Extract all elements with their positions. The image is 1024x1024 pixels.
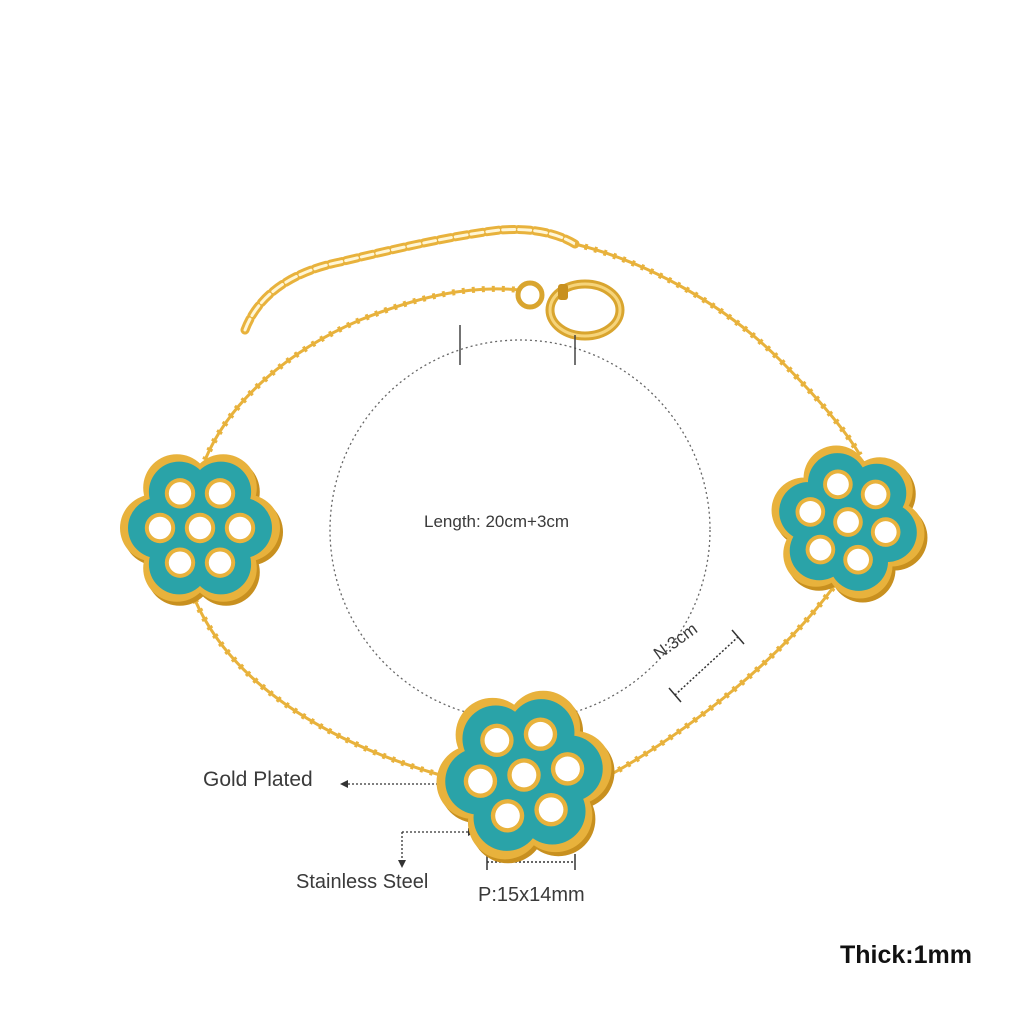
gold-plated-pointer (340, 780, 440, 788)
thickness-label: Thick:1mm (840, 941, 972, 969)
stainless-steel-label: Stainless Steel (296, 871, 429, 893)
pendant-hole (148, 516, 172, 540)
length-guide (329, 325, 711, 721)
pendant-hole (837, 511, 859, 533)
pendant-hole (555, 756, 580, 782)
chain-left-upper (203, 287, 521, 461)
pendant-hole (538, 797, 564, 822)
length-label: Length: 20cm+3cm (424, 512, 570, 531)
pendant-hole (874, 521, 897, 544)
pendant-hole (188, 516, 212, 540)
lobster-clasp-icon (515, 279, 625, 341)
pendant-hole (511, 762, 537, 788)
pendant-hole (864, 483, 887, 506)
spacing-bracket (668, 629, 745, 703)
pendant-hole (809, 538, 832, 561)
pendant-hole (208, 482, 232, 505)
flower-pendant-right (771, 445, 928, 603)
pendant-hole (228, 516, 252, 540)
chain-left-lower (193, 599, 441, 777)
pendant-hole (826, 473, 849, 496)
stainless-steel-pointer (398, 828, 476, 868)
pendant-size-label: P:15x14mm (478, 884, 585, 906)
chain-right-lower (609, 584, 837, 777)
chain-right-upper (574, 242, 862, 456)
flower-pendant-bottom (436, 690, 615, 864)
pendant-hole (495, 803, 520, 829)
pendant-hole (528, 721, 553, 747)
flower-pendant-left (120, 454, 283, 606)
pendant-hole (484, 728, 510, 753)
pendant-hole (847, 548, 870, 571)
gold-plated-label: Gold Plated (203, 768, 313, 791)
pendant-hole (799, 500, 822, 523)
pendant-hole (168, 551, 192, 574)
pendant-hole (468, 768, 493, 794)
pendant-hole (168, 482, 192, 505)
pendant-hole (208, 551, 232, 574)
